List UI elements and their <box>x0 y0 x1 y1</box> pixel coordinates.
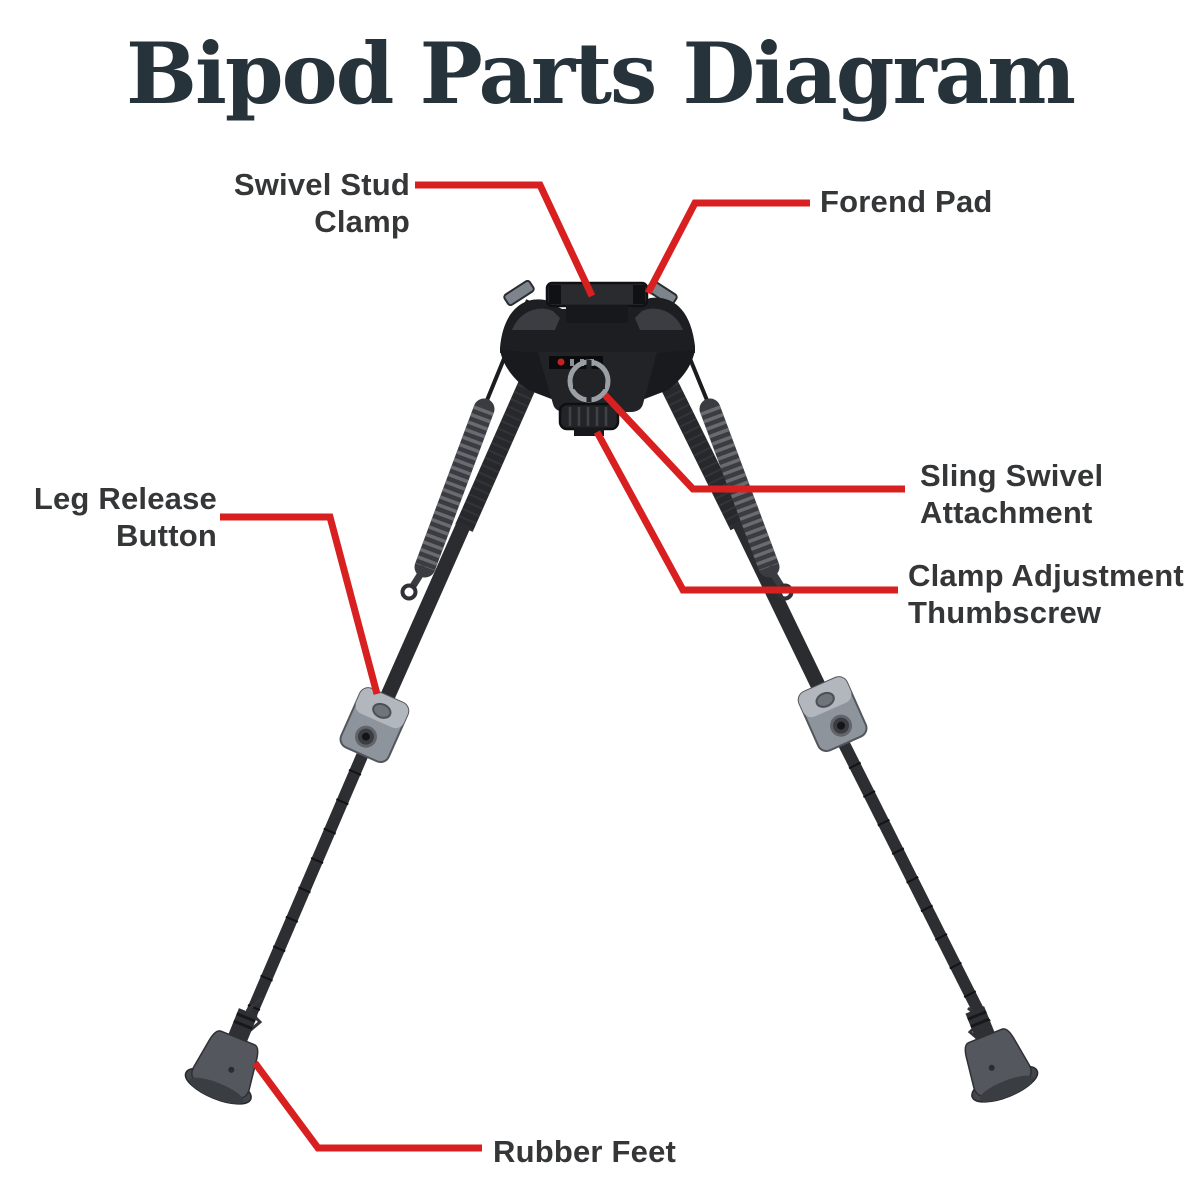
carbon-texture-left <box>455 332 558 532</box>
saddle-highlight-right <box>635 308 683 330</box>
clamp-end-cap-left <box>549 285 561 304</box>
leader-leg-release-button <box>220 513 381 695</box>
leg-notches-left <box>240 739 374 1029</box>
spring-left <box>400 398 495 601</box>
logo-red-dot <box>557 358 565 366</box>
saddle-highlight-left <box>512 308 560 330</box>
rubber-foot-left <box>184 1008 259 1105</box>
head-post-left <box>503 279 535 307</box>
leg-left <box>240 332 558 1029</box>
label-forend-pad: Forend Pad <box>820 184 993 219</box>
leg-notches-right <box>834 733 991 1027</box>
label-swivel-stud-clamp: Swivel Stud Clamp <box>233 167 410 239</box>
leader-lines <box>220 181 905 1152</box>
label-clamp-adjustment-thumbscrew: Clamp Adjustment Thumbscrew <box>908 558 1184 630</box>
thumbscrew-shaft <box>574 428 604 436</box>
spring-tail-left <box>410 565 428 588</box>
carbon-texture-right <box>636 331 748 531</box>
spring-body-left <box>414 398 495 578</box>
leader-rubber-feet <box>252 1060 482 1152</box>
label-rubber-feet: Rubber Feet <box>493 1134 677 1169</box>
page-title: Bipod Parts Diagram <box>125 24 1076 123</box>
leg-release-button-left <box>339 687 410 764</box>
leader-clamp-adjustment-thumbscrew <box>593 430 898 594</box>
spring-hook-left <box>400 583 418 601</box>
swivel-stud-clamp-bar <box>545 281 649 308</box>
clamp-bracket <box>566 305 628 323</box>
leader-sling-swivel-attachment <box>602 392 905 493</box>
thumbscrew-knurling <box>568 407 608 426</box>
leg-right <box>636 331 991 1027</box>
rubber-foot-right <box>964 1006 1039 1103</box>
head-wing-right <box>642 350 695 400</box>
bipod-head <box>500 279 695 436</box>
spring-tail-right <box>766 565 784 588</box>
mid-leg-left <box>371 520 471 722</box>
logo-mark-1 <box>570 359 574 366</box>
label-leg-release-button: Leg Release Button <box>33 481 217 553</box>
label-sling-swivel-attachment: Sling Swivel Attachment <box>920 458 1104 530</box>
leg-release-button-right <box>797 676 868 753</box>
clamp-end-cap-right <box>633 285 645 304</box>
leader-forend-pad <box>644 199 810 295</box>
leader-swivel-stud-clamp <box>415 181 596 298</box>
head-wing-left <box>500 350 554 400</box>
